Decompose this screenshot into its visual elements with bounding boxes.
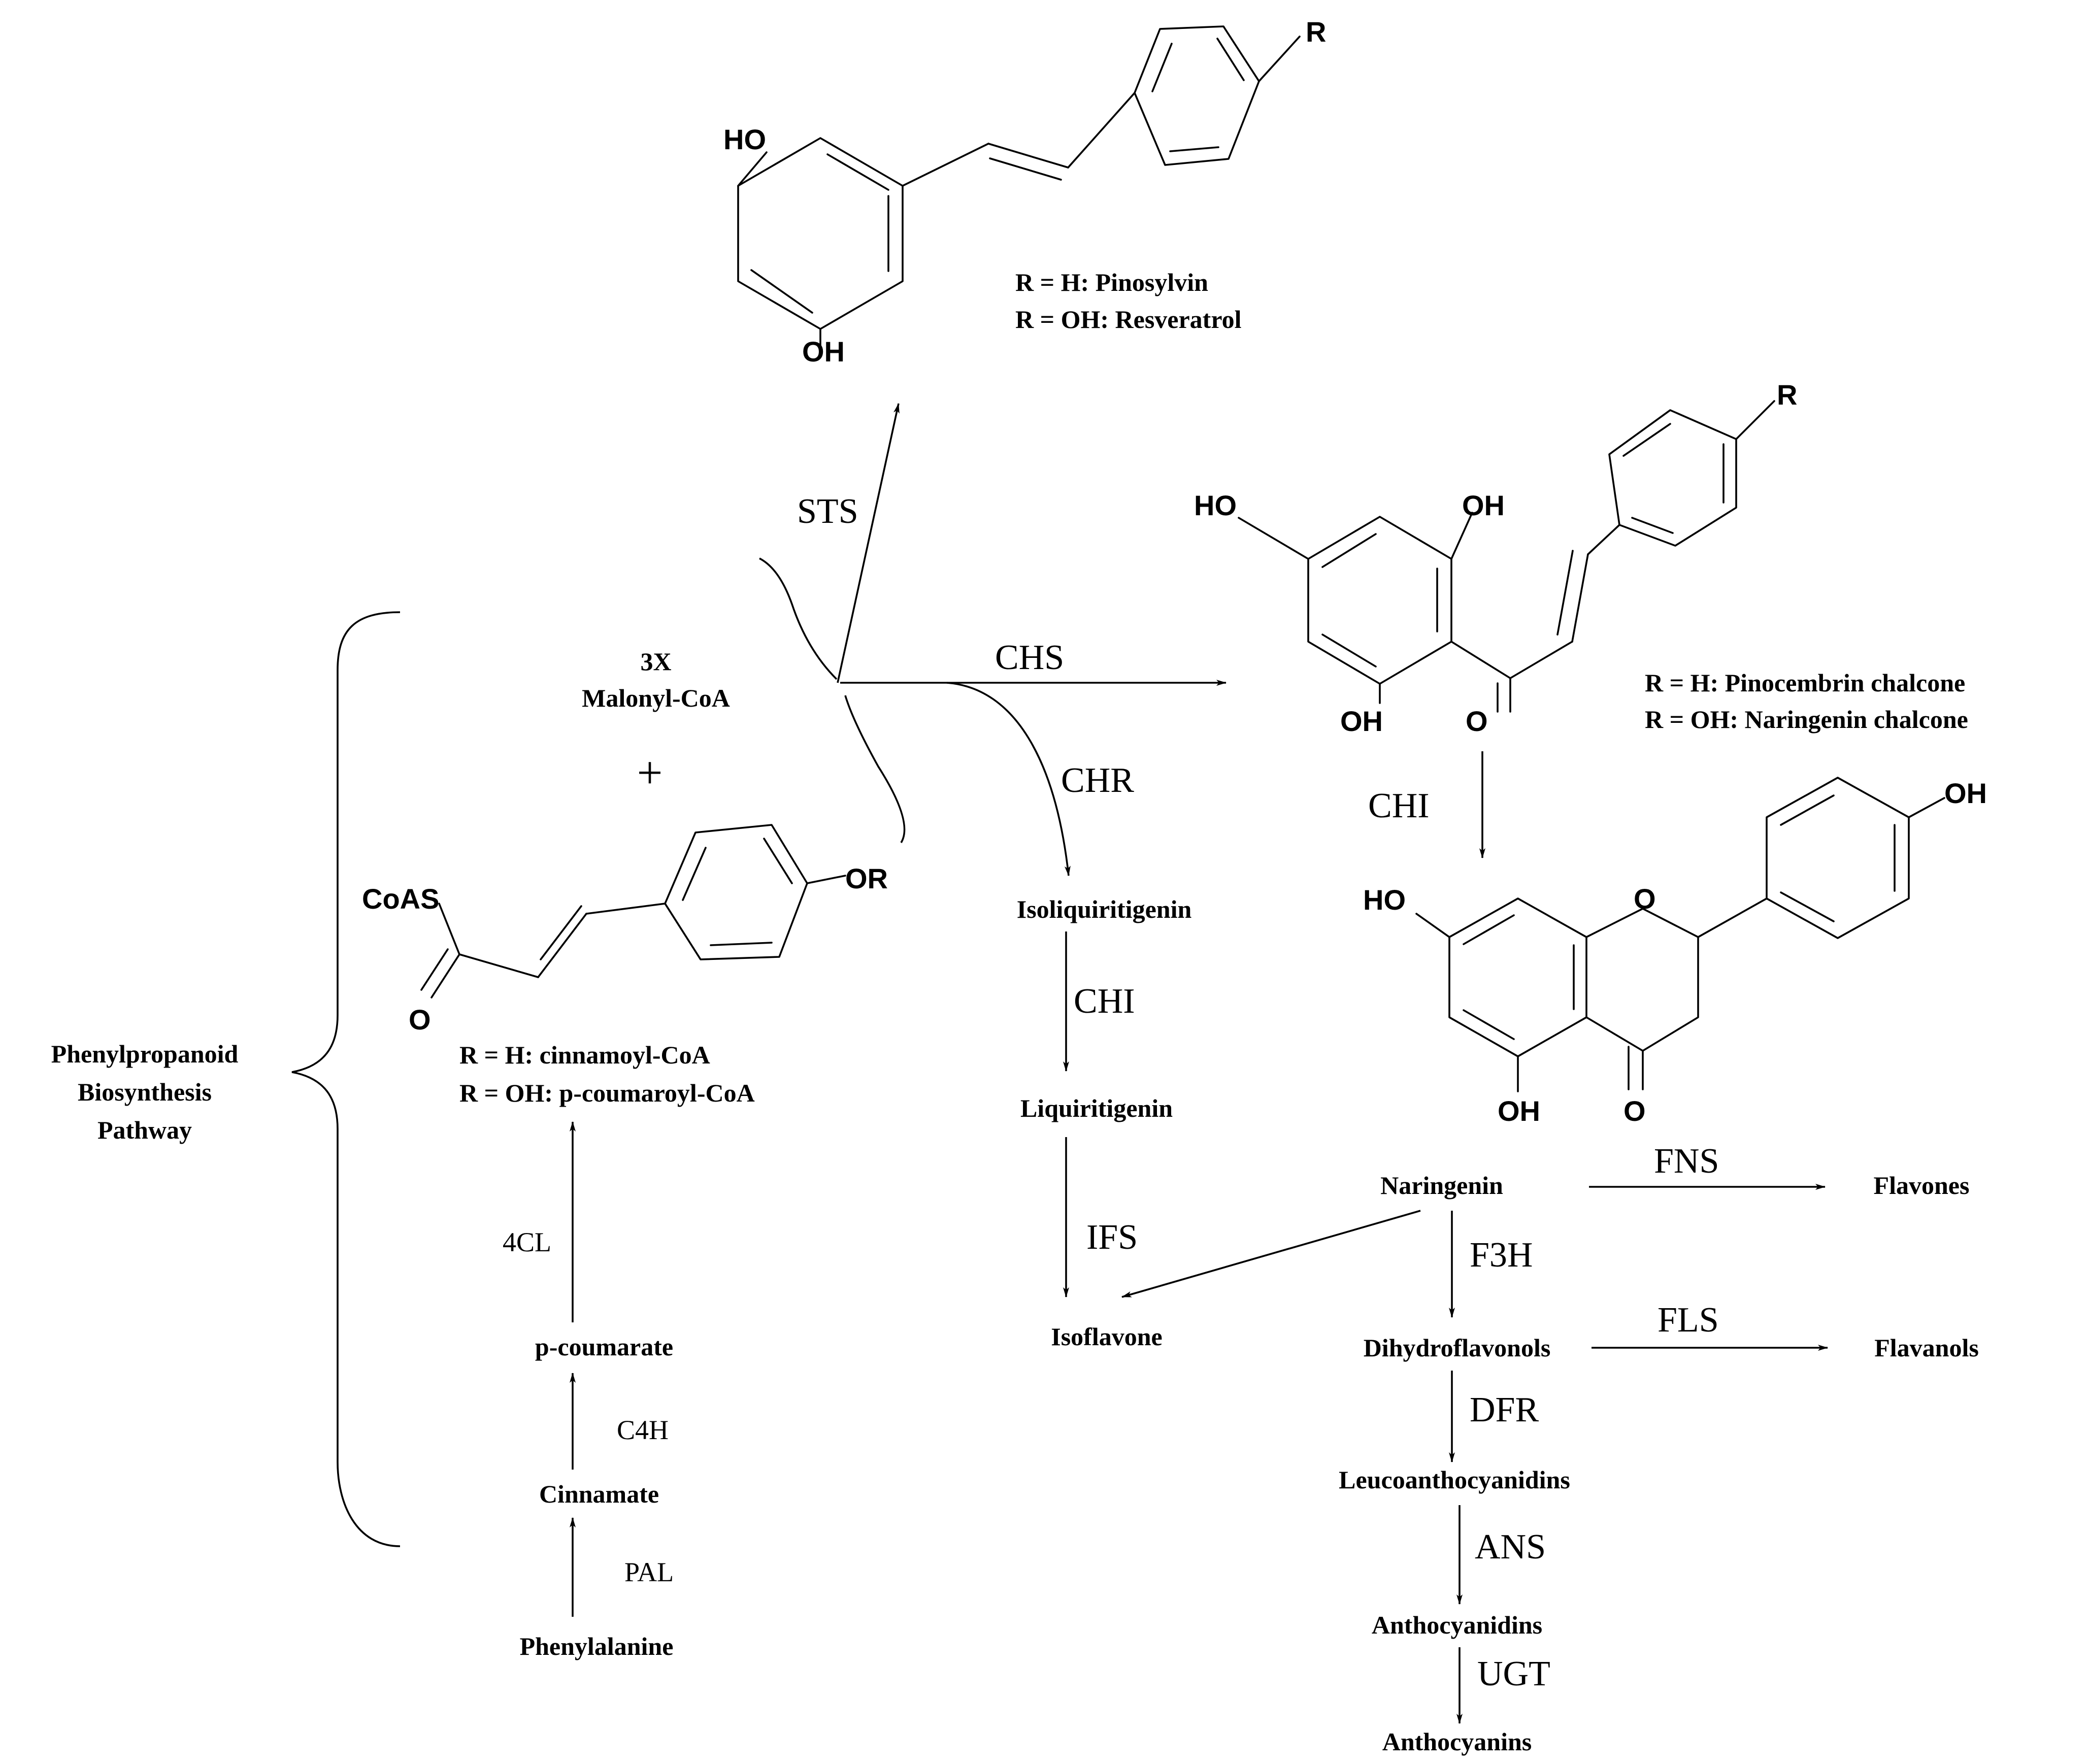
chalcone-oh-top-label: OH [1462, 489, 1505, 521]
chalcone-r-oh-label: R = OH: Naringenin chalcone [1645, 705, 1968, 734]
stilbene-structure: R HO OH [723, 16, 1326, 368]
compound-cinnamate: Cinnamate [539, 1480, 659, 1508]
compound-anthocyanidins: Anthocyanidins [1372, 1611, 1542, 1639]
compound-anthocyanins: Anthocyanins [1382, 1727, 1532, 1756]
chalcone-o-label: O [1466, 705, 1488, 737]
compound-liquiritigenin: Liquiritigenin [1020, 1094, 1173, 1122]
coa-ester-structure: CoAS OR O [362, 824, 888, 1036]
enzyme-dfr: DFR [1470, 1390, 1539, 1429]
reaction-curve-lower [844, 695, 906, 843]
malonyl-count-label: 3X [640, 647, 671, 676]
enzyme-f3h: F3H [1470, 1236, 1533, 1275]
coa-or-label: OR [845, 862, 888, 894]
pathway-label-line2: Biosynthesis [78, 1078, 212, 1106]
pathway-label-line3: Pathway [97, 1116, 192, 1144]
enzyme-fls: FLS [1658, 1301, 1719, 1340]
pathway-label-line1: Phenylpropanoid [51, 1040, 239, 1068]
enzyme-chr: CHR [1061, 761, 1134, 800]
stilbene-oh-label: OH [802, 336, 845, 368]
arrow-naringenin-isoflavone [1121, 1210, 1421, 1298]
enzyme-c4h: C4H [617, 1415, 669, 1445]
chalcone-ho-label: HO [1194, 489, 1237, 521]
enzyme-chi-side: CHI [1074, 982, 1135, 1021]
enzyme-4cl: 4CL [503, 1227, 551, 1257]
compound-isoliquiritigenin: Isoliquiritigenin [1017, 895, 1192, 923]
enzyme-pal: PAL [624, 1557, 674, 1587]
chalcone-structure: R HO OH OH O [1194, 379, 1797, 737]
naringenin-oh-top-label: OH [1944, 777, 1987, 809]
coa-r-h-label: R = H: cinnamoyl-CoA [459, 1041, 710, 1069]
enzyme-chs: CHS [995, 638, 1064, 677]
stilbene-r-oh-label: R = OH: Resveratrol [1015, 305, 1242, 334]
naringenin-oh-bottom-label: OH [1498, 1095, 1540, 1127]
chalcone-oh-bottom-label: OH [1340, 705, 1383, 737]
compound-phenylalanine: Phenylalanine [520, 1632, 674, 1660]
reaction-curve-upper [759, 557, 838, 680]
enzyme-sts: STS [797, 492, 858, 531]
stilbene-r-h-label: R = H: Pinosylvin [1015, 268, 1208, 296]
enzyme-fns: FNS [1654, 1142, 1719, 1181]
coa-r-oh-label: R = OH: p-coumaroyl-CoA [459, 1079, 755, 1107]
enzyme-ugt: UGT [1477, 1654, 1550, 1693]
chalcone-r-h-label: R = H: Pinocembrin chalcone [1645, 669, 1965, 697]
enzyme-chi-main: CHI [1368, 786, 1430, 825]
naringenin-structure: O HO OH OH O [1363, 777, 1987, 1127]
malonyl-coa-label: Malonyl-CoA [582, 684, 730, 712]
compound-flavones: Flavones [1874, 1171, 1970, 1200]
coas-label: CoAS [362, 883, 439, 915]
compound-flavanols: Flavanols [1874, 1334, 1979, 1362]
enzyme-ans: ANS [1475, 1527, 1546, 1567]
compound-dihydroflavonols: Dihydroflavonols [1364, 1334, 1551, 1362]
compound-p-coumarate: p-coumarate [535, 1333, 673, 1361]
enzyme-ifs: IFS [1086, 1218, 1138, 1257]
compound-leucoanthocyanidins: Leucoanthocyanidins [1339, 1466, 1570, 1494]
arrow-sts [837, 403, 900, 683]
arrow-chr [946, 682, 1071, 876]
coa-o-label: O [409, 1004, 431, 1036]
compound-naringenin: Naringenin [1380, 1171, 1503, 1200]
stilbene-r-label: R [1306, 16, 1326, 48]
naringenin-o-carbonyl-label: O [1623, 1095, 1646, 1127]
compound-isoflavone: Isoflavone [1051, 1322, 1162, 1351]
stilbene-ho-label: HO [723, 123, 766, 155]
pathway-brace [291, 611, 401, 1547]
chalcone-r-label: R [1777, 379, 1797, 411]
naringenin-ho-label: HO [1363, 884, 1406, 916]
naringenin-o-ring-label: O [1634, 883, 1656, 915]
plus-sign: + [637, 748, 663, 798]
